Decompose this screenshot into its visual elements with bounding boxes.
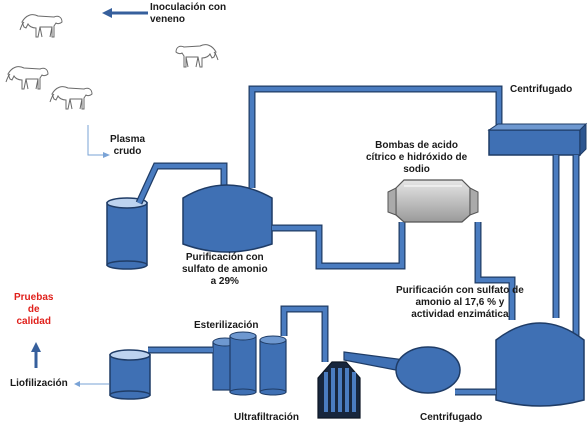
- centrifuge-top: [487, 122, 588, 157]
- label-sterilization: Esterilización: [194, 320, 259, 331]
- label-centrifuge-bottom: Centrifugado: [420, 412, 483, 423]
- label-lyophilization: Liofilización: [10, 378, 68, 389]
- pump-unit: [387, 179, 479, 223]
- sterilization-unit: [212, 331, 287, 396]
- arrow-left-icon: [74, 381, 109, 387]
- bent-arrow-icon: [87, 125, 110, 158]
- arrow-up-icon: [31, 342, 41, 368]
- purification-tank-1: [182, 184, 273, 253]
- horse-icon: [175, 44, 219, 68]
- purification-tank-2: [495, 322, 585, 407]
- horse-icon: [5, 66, 49, 90]
- arrow-left-icon: [102, 8, 148, 18]
- lyophilization-tank: [109, 349, 151, 400]
- horse-icon: [19, 14, 63, 38]
- label-centrifuge-top: Centrifugado: [510, 84, 573, 95]
- ultrafiltration-unit: [317, 361, 361, 419]
- plasma-tank: [106, 197, 148, 270]
- horse-icon: [49, 86, 93, 110]
- label-ultrafiltration: Ultrafiltración: [234, 412, 300, 423]
- centrifuge-bottom: [343, 346, 461, 394]
